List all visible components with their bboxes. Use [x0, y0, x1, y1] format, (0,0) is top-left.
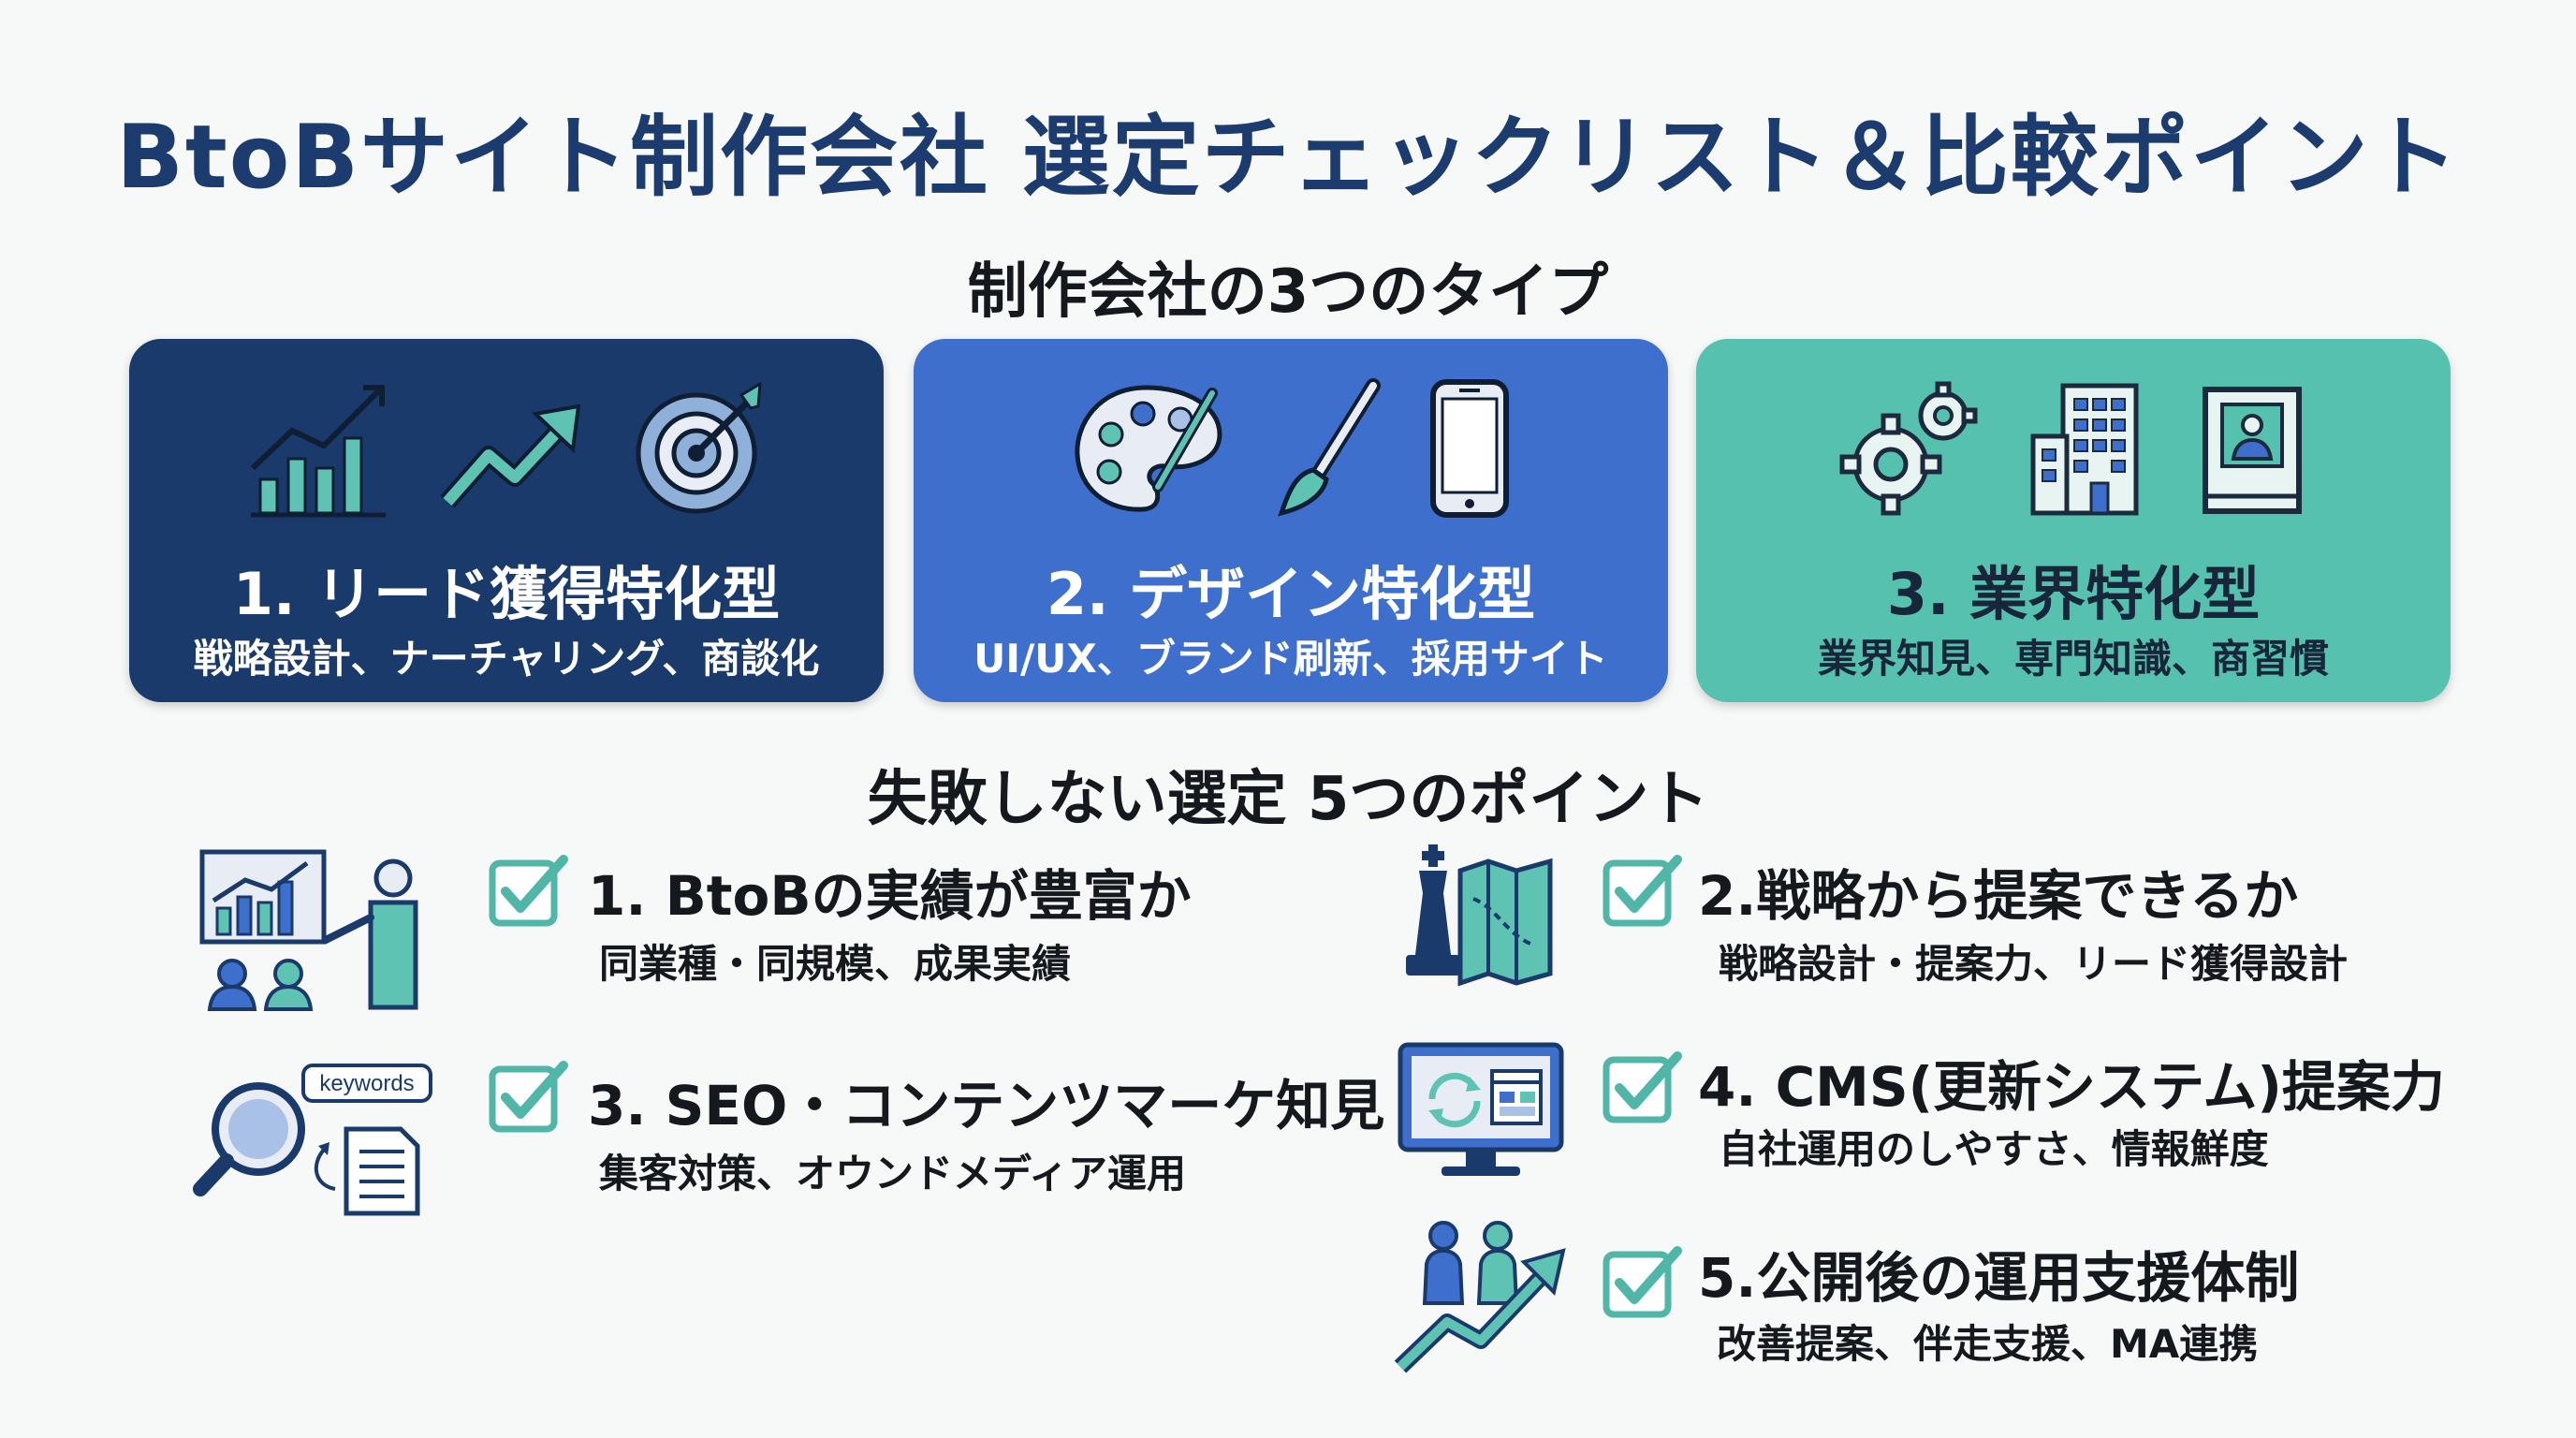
point-item: 4. CMS(更新システム)提案力 自社運用のしやすさ、情報鮮度: [1395, 1039, 2555, 1189]
type-card-design: 2. デザイン特化型 UI/UX、ブランド刷新、採用サイト: [914, 339, 1668, 702]
point-item: 2.戦略から提案できるか 戦略設計・提案力、リード獲得設計: [1395, 843, 2555, 1020]
paintbrush-icon: [1278, 378, 1381, 517]
type-card-subtitle: 業界知見、専門知識、商習慣: [1817, 636, 2329, 682]
checkbox-icon: [1603, 855, 1682, 927]
point-subtitle: 集客対策、オウンドメディア運用: [599, 1151, 1187, 1196]
type-card-title: 2. デザイン特化型: [1046, 560, 1536, 628]
point-title: 1. BtoBの実績が豊富か: [588, 864, 1192, 928]
point-subtitle: 戦略設計・提案力、リード獲得設計: [1719, 941, 2349, 987]
keyword-label: keywords: [319, 1071, 414, 1096]
point-item: keywords 3. SEO・コンテンツマーケ知見 集客対策、オウンドメディア…: [193, 1049, 1385, 1226]
book-profile-icon: [2203, 387, 2302, 514]
checkbox-icon: [1603, 1246, 1682, 1318]
palette-icon: [1075, 385, 1222, 512]
gears-icon: [1839, 381, 1978, 516]
team-growth-icon: [1394, 1221, 1566, 1373]
presentation-chart-icon: [199, 849, 418, 1011]
trend-arrow-icon: [440, 404, 581, 508]
bar-chart-icon: [250, 385, 386, 518]
smartphone-icon: [1430, 379, 1509, 518]
building-icon: [2030, 383, 2139, 516]
point-title: 2.戦略から提案できるか: [1698, 864, 2299, 928]
point-item: 1. BtoBの実績が豊富か 同業種・同規模、成果実績: [197, 843, 1367, 1020]
types-heading: 制作会社の3つのタイプ: [967, 257, 1609, 327]
type-card-subtitle: 戦略設計、ナーチャリング、商談化: [193, 636, 820, 682]
point-title: 4. CMS(更新システム)提案力: [1698, 1055, 2445, 1119]
point-subtitle: 同業種・同規模、成果実績: [599, 941, 1072, 987]
chess-map-icon: [1406, 844, 1553, 987]
card-icons: [129, 378, 884, 519]
type-card-lead-generation: 1. リード獲得特化型 戦略設計、ナーチャリング、商談化: [129, 339, 884, 702]
page-title: BtoBサイト制作会社 選定チェックリスト＆比較ポイント: [116, 107, 2460, 209]
checkbox-icon: [1603, 1051, 1682, 1123]
points-heading: 失敗しない選定 5つのポイント: [867, 765, 1709, 834]
monitor-update-icon: [1398, 1042, 1564, 1176]
point-subtitle: 自社運用のしやすさ、情報鮮度: [1719, 1126, 2269, 1172]
type-card-industry: 3. 業界特化型 業界知見、専門知識、商習慣: [1696, 339, 2451, 702]
point-title: 3. SEO・コンテンツマーケ知見: [588, 1074, 1385, 1137]
type-card-title: 1. リード獲得特化型: [232, 560, 781, 628]
type-card-title: 3. 業界特化型: [1886, 560, 2261, 628]
checkbox-icon: [489, 1061, 568, 1133]
point-subtitle: 改善提案、伴走支援、MA連携: [1717, 1321, 2259, 1367]
target-icon: [636, 381, 762, 514]
type-card-subtitle: UI/UX、ブランド刷新、採用サイト: [973, 636, 1608, 682]
card-icons: [1696, 378, 2451, 519]
point-item: 5.公開後の運用支援体制 改善提案、伴走支援、MA連携: [1393, 1217, 2554, 1386]
point-title: 5.公開後の運用支援体制: [1698, 1246, 2300, 1310]
card-icons: [914, 378, 1668, 519]
keyword-search-icon: keywords: [193, 1064, 432, 1216]
checkbox-icon: [489, 855, 568, 927]
